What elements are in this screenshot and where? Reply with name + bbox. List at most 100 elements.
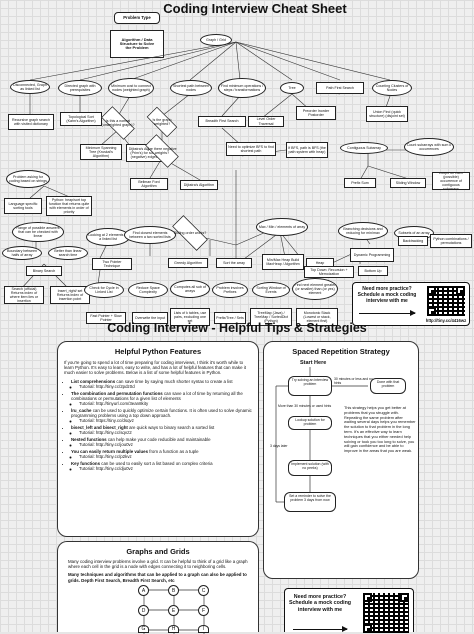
node-preorder-label: Preorder Inorder Postorder: [302, 108, 330, 117]
node-counting-label: Counting Clusters of Nodes: [375, 83, 409, 92]
node-linked-list-label: Looking at 2 elements or a linked list: [88, 232, 128, 241]
graphs-grids-p1: Many coding interview problems involve a…: [68, 559, 248, 570]
node-loops-specific: Loops for each (possible) occurrence of …: [432, 172, 470, 190]
node-counting: Counting Clusters of Nodes: [372, 80, 412, 96]
node-problem-involves: Problem involves Prefixes: [212, 282, 248, 298]
sr-set-reminder: Set a reminder to solve the problem 3 da…: [284, 492, 336, 512]
node-branching-label: Branching decisions and reducing for min…: [343, 226, 383, 235]
node-find-next: Find next element greater (or smaller) t…: [292, 278, 338, 300]
node-sorting-window: Sorting Window of Events: [252, 282, 290, 298]
legend-algorithm: Algorithm / Data Structure to Solve the …: [110, 30, 164, 58]
node-bottom-up: Bottom Up: [358, 266, 388, 276]
legend-problem-type-label: Problem Type: [123, 14, 151, 20]
grid-node: F: [198, 605, 209, 616]
node-python-combinations-label: Python combinations / permutations: [433, 236, 469, 245]
node-bellman-ford-label: Bellman Ford Algorithm: [138, 179, 160, 188]
node-prefix-sum: Prefix Sum: [344, 178, 376, 188]
node-backtracking: Backtracking: [398, 236, 428, 246]
node-level-order-label: Level Order Traversal: [256, 117, 276, 126]
node-find-closest: Find closest elements between a two sort…: [124, 226, 176, 244]
node-shortest-path: Shortest path between nodes: [170, 80, 212, 96]
cta-top-qr-code[interactable]: [427, 286, 465, 316]
tutorial-link[interactable]: Tutorial: http://tinyurl.com/3ean8kity: [79, 401, 252, 406]
node-monotonic: Monotonic Stack (Lowest or stack, elemen…: [296, 308, 338, 326]
tutorial-link[interactable]: Tutorial: https://tiny.cc/dsqvz: [79, 418, 252, 423]
node-find-minimum: Find minimum operations / steps / transf…: [218, 78, 266, 98]
node-sliding-window-label: Sliding Window: [395, 180, 421, 185]
node-is-normal: Is this a normal (unweighted graph)?: [96, 112, 140, 134]
node-overwrite: Overwrite the input: [132, 312, 168, 324]
node-max-min-label: Max / Min / elements of array: [258, 224, 306, 229]
node-linked-list: Looking at 2 elements or a linked list: [86, 228, 130, 246]
node-python-heap-label: Python: heap/sort top function that retu…: [48, 197, 90, 215]
sr-implement: Implement solution (with no peeks): [288, 460, 332, 476]
cta-top-url[interactable]: http://tiny.cc/4416wz: [425, 318, 467, 323]
cheat-title: Coding Interview Cheat Sheet: [163, 1, 347, 16]
item-bold: Nested functions: [71, 437, 107, 443]
cta-top[interactable]: Need more practice? Schedule a mock codi…: [352, 282, 470, 326]
item-text: from a function as a tuple: [148, 449, 199, 455]
item-text: can be used to quickly optimize certain …: [71, 407, 252, 419]
node-fast-slow-label: Fast Pointer + Slow Pointer: [90, 313, 122, 322]
node-need-optimize: Need to optimize BFS to find shortest pa…: [226, 142, 276, 156]
list-item: Nested functions can help make your code…: [71, 437, 252, 447]
qr-corner-icon: [363, 593, 372, 602]
item-bold: You can easily return multiple values: [71, 449, 149, 455]
node-tree: Tree: [280, 82, 304, 94]
tips-title: Coding Interview - Helpful Tips & Strate…: [107, 321, 367, 335]
qr-corner-icon: [456, 286, 465, 295]
node-monotonic-label: Monotonic Stack (Lowest or stack, elemen…: [303, 310, 331, 324]
node-recursive-graph-label: Recursive graph search with visited dict…: [12, 117, 50, 126]
legend-algorithm-line1: Algorithm / Data: [121, 36, 153, 42]
node-greedy-label: Greedy Algorithm: [174, 260, 202, 265]
cta-bottom-qr-code[interactable]: [363, 593, 409, 633]
node-better-than-linear: Better than linear search time: [48, 246, 88, 260]
list-item: Key functions can be used to easily sort…: [71, 461, 252, 471]
python-features-intro: If you're going to spend a lot of time p…: [64, 360, 246, 376]
tutorial-link[interactable]: Tutorial: http://tiny.cc/2pdz0d: [79, 384, 252, 389]
node-max-min: Max / Min / elements of array: [256, 218, 308, 236]
tutorial-link[interactable]: Tutorial: http://tiny.cc/jou0vz: [79, 442, 252, 447]
node-sliding-order: Sliding order works?: [166, 222, 214, 244]
cta-bottom[interactable]: Need more practice? Schedule a mock codi…: [284, 588, 414, 633]
node-disconnected: Disconnected, Graph as linked list: [10, 80, 50, 94]
node-backtracking-label: Backtracking: [402, 238, 424, 243]
node-binary-search: Binary Search: [26, 266, 62, 276]
node-dijkstras-label: Dijkstra's Algorithm: [183, 182, 215, 187]
node-find-minimum-label: Find minimum operations / steps / transf…: [220, 83, 264, 92]
list-item: List comprehensions can save time by say…: [71, 379, 252, 389]
node-find-closest-label: Find closest elements between a two sort…: [129, 230, 171, 239]
node-directed-graph: Directed graph with prerequisites: [58, 80, 102, 96]
node-min-spanning: Minimum Spanning Tree (Kruskal's Algorit…: [80, 144, 122, 160]
node-computes-all: Computes all sub of arrays: [170, 280, 210, 298]
sr-lookup: Lookup solution for problem: [288, 416, 332, 430]
node-union-find-label: Union Find (quick structure) (disjoint s…: [369, 109, 405, 118]
node-greedy: Greedy Algorithm: [168, 258, 208, 268]
node-binary-search-label: Binary Search: [32, 268, 56, 273]
node-language-specific-label: Language specific sorting tools: [8, 201, 38, 210]
node-is-normal-label: Is this a normal (unweighted graph)?: [101, 118, 135, 127]
node-reduce-space: Reduce Space Complexity: [128, 282, 168, 298]
node-range-problem: Range of possible answers that can be ch…: [12, 222, 64, 242]
tutorial-link[interactable]: Tutorial: http://tiny.cc/sqvz2: [79, 430, 252, 435]
node-minimum-cost-label: Minimum cost to connect nodes (weighted …: [111, 83, 151, 92]
node-computes-all-label: Computes all sub of arrays: [174, 284, 206, 293]
tutorial-link[interactable]: Tutorial: http://tiny.cc/p2kvz: [79, 454, 252, 459]
item-text: are quick ways to binary search a sorted…: [127, 425, 215, 431]
tutorial-link[interactable]: Tutorial: http://tiny.cc/dju0vz: [79, 466, 252, 471]
node-reduce-space-label: Reduce Space Complexity: [136, 285, 160, 294]
node-sliding-order-label: Sliding order works?: [173, 230, 207, 235]
node-if-bfs-label: If BFS, path is BFS (the path system wit…: [288, 145, 326, 154]
qr-corner-icon: [427, 286, 436, 295]
node-python-combinations: Python combinations / permutations: [430, 234, 472, 248]
legend-algorithm-line3: the Problem: [125, 45, 149, 51]
node-find-next-label: Find next element greater (or smaller) t…: [294, 282, 336, 296]
node-prefix-sum-label: Prefix Sum: [351, 180, 369, 185]
node-hash-map-label: Lists of k tables, use pairs, excluding …: [173, 310, 207, 324]
node-problem-coding-label: Problem asking for coding based on strin…: [9, 174, 47, 183]
sr-attempt: Try solving an interview problem: [288, 376, 332, 396]
node-boundary: Boundary between halfs of array: [2, 246, 42, 260]
node-tree-map: TreeMap (Java) / TreeMap / SortedDict (P…: [250, 308, 292, 326]
legend-problem-type: Problem Type: [114, 12, 160, 24]
